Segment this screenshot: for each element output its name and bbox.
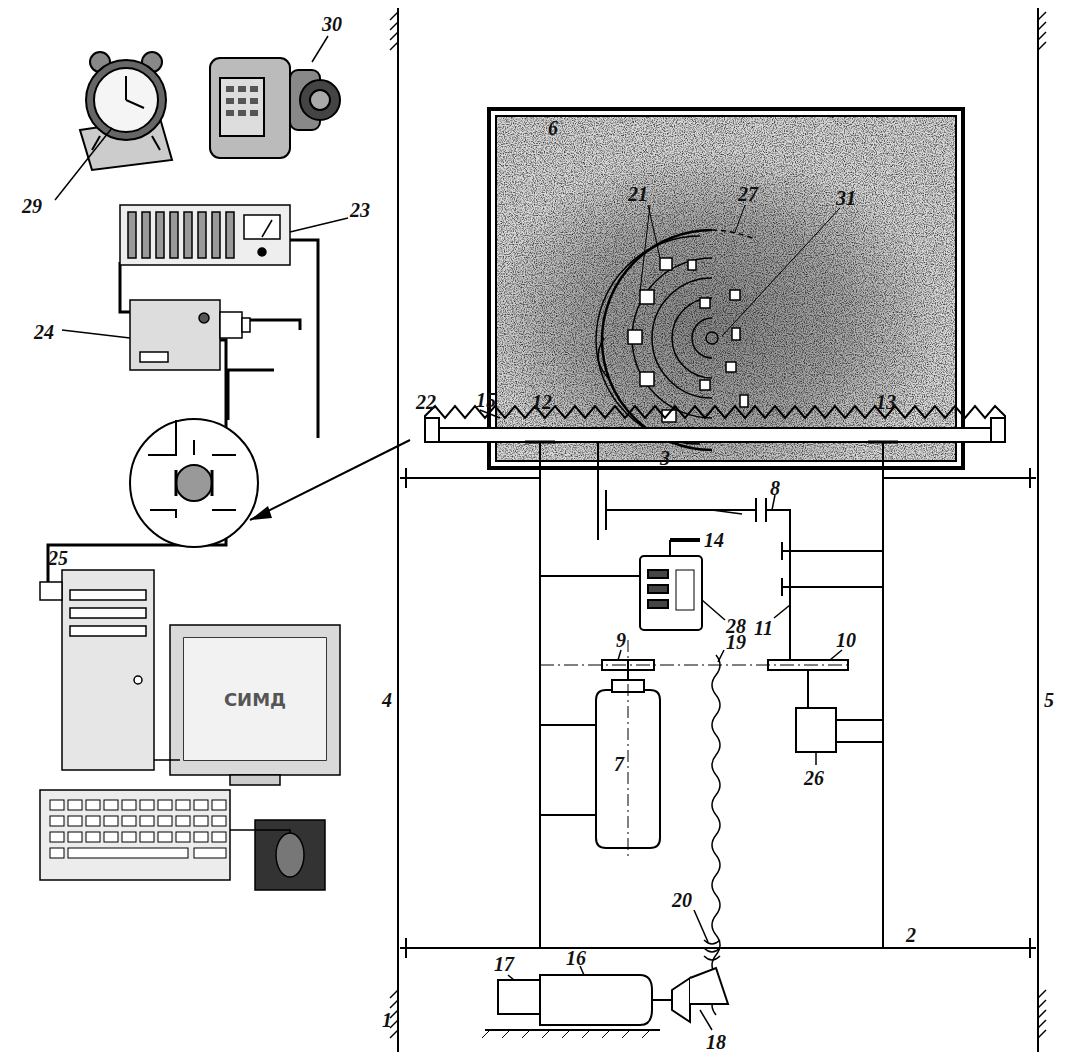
callout-number: 13 <box>876 392 896 412</box>
callout-number: 4 <box>382 690 392 710</box>
screen-text: СИМД <box>224 689 286 710</box>
callout-number: 15 <box>476 390 496 410</box>
callout-number: 18 <box>706 1032 726 1052</box>
callout-number: 12 <box>532 392 552 412</box>
callout-number: 29 <box>22 196 42 216</box>
callout-number: 21 <box>628 184 648 204</box>
callout-number: 25 <box>48 548 68 568</box>
callout-number: 30 <box>322 14 342 34</box>
callout-number: 26 <box>804 768 824 788</box>
callout-number: 19 <box>726 632 746 652</box>
callout-number: 20 <box>672 890 692 910</box>
callout-number: 27 <box>738 184 758 204</box>
callout-number: 8 <box>770 478 780 498</box>
callout-number: 31 <box>836 188 856 208</box>
callout-number: 16 <box>566 948 586 968</box>
callout-number: 9 <box>616 630 626 650</box>
callout-number: 14 <box>704 530 724 550</box>
callout-number: 11 <box>754 618 773 638</box>
callout-number: 17 <box>494 954 514 974</box>
callout-number: 7 <box>614 754 624 774</box>
callout-number: 6 <box>548 118 558 138</box>
callout-number: 22 <box>416 392 436 412</box>
callout-number: 24 <box>34 322 54 342</box>
callout-number: 10 <box>836 630 856 650</box>
callout-number: 3 <box>660 448 670 468</box>
callout-number: 2 <box>906 925 916 945</box>
monitor-screen: СИМД <box>184 638 326 760</box>
callout-number: 23 <box>350 200 370 220</box>
callout-number: 1 <box>382 1010 392 1030</box>
callout-number: 5 <box>1044 690 1054 710</box>
